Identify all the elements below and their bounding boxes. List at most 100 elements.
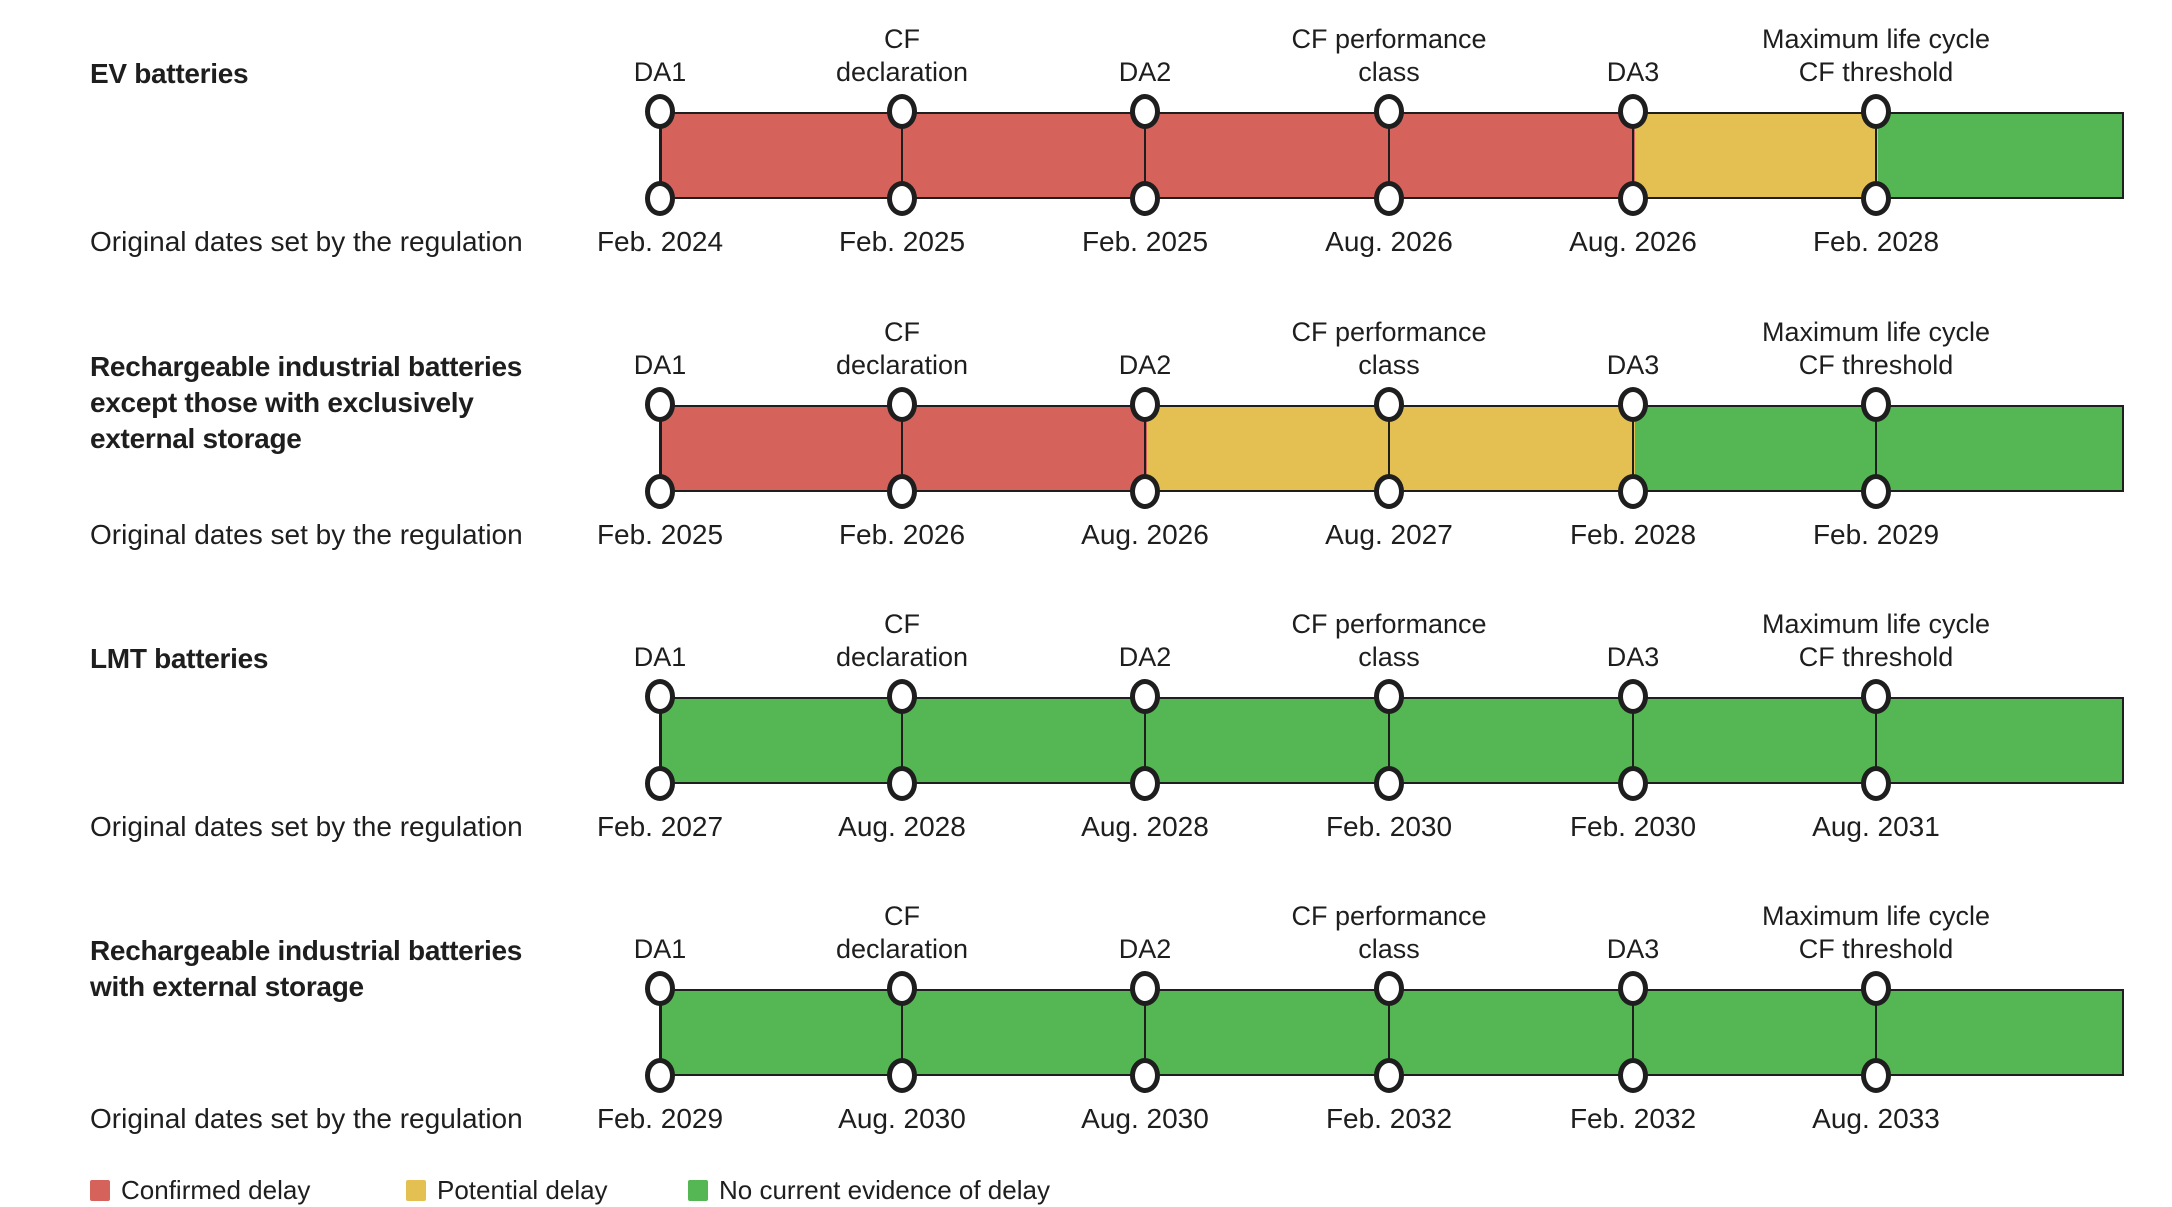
- timeline-segment-none: [1878, 699, 2122, 782]
- milestone-date: Feb. 2028: [1812, 226, 1940, 257]
- legend-item-confirmed-delay: Confirmed delay: [90, 1176, 310, 1204]
- timeline-segment-confirmed: [904, 407, 1147, 490]
- milestone-circle-top: [1617, 94, 1648, 129]
- milestone-circle-top: [886, 679, 917, 714]
- milestone-circle-top: [1129, 679, 1160, 714]
- milestone-date: Aug. 2033: [1812, 1103, 1940, 1134]
- milestone-circle-top: [644, 971, 675, 1006]
- milestone-label: DA1: [633, 934, 687, 964]
- milestone-connector-line: [1388, 697, 1390, 784]
- milestone-circle-top: [1373, 94, 1404, 129]
- milestone-date: Feb. 2032: [1325, 1103, 1453, 1134]
- milestone-label: CF declaration: [835, 609, 969, 672]
- milestone-connector-line: [1632, 405, 1634, 492]
- timeline-segment-none: [1391, 991, 1635, 1074]
- timeline-segment-none: [904, 699, 1147, 782]
- milestone-circle-top: [644, 387, 675, 422]
- milestone-circle-bottom: [1617, 766, 1648, 801]
- milestone-connector-line: [1875, 697, 1877, 784]
- milestone-circle-bottom: [1129, 181, 1160, 216]
- milestone-connector-line: [901, 405, 903, 492]
- milestone-circle-bottom: [1860, 181, 1891, 216]
- timeline-segment-confirmed: [662, 407, 904, 490]
- milestone-circle-top: [1860, 679, 1891, 714]
- milestone-label: DA2: [1118, 642, 1172, 672]
- milestone-label: Maximum life cycle CF threshold: [1761, 609, 1991, 672]
- milestone-circle-top: [886, 387, 917, 422]
- milestone-label: Maximum life cycle CF threshold: [1761, 317, 1991, 380]
- milestone-circle-bottom: [1617, 1058, 1648, 1093]
- timeline-segment-none: [1391, 699, 1635, 782]
- milestone-date: Feb. 2030: [1325, 811, 1453, 842]
- milestone-label: DA3: [1606, 350, 1660, 380]
- milestone-circle-top: [1617, 971, 1648, 1006]
- milestone-date: Aug. 2026: [1325, 226, 1453, 257]
- timeline-bar: [660, 112, 2124, 199]
- timeline-segment-none: [1878, 407, 2122, 490]
- milestone-circle-top: [644, 679, 675, 714]
- milestone-label: DA1: [633, 57, 687, 87]
- milestone-circle-top: [644, 94, 675, 129]
- legend-swatch-confirmed-icon: [90, 1179, 110, 1201]
- legend-label-confirmed: Confirmed delay: [121, 1175, 311, 1205]
- milestone-date: Feb. 2025: [1081, 226, 1209, 257]
- milestone-circle-bottom: [644, 1058, 675, 1093]
- milestone-connector-line: [1388, 989, 1390, 1076]
- milestone-label: CF performance class: [1291, 901, 1487, 964]
- timeline-segment-confirmed: [1147, 114, 1391, 197]
- milestone-circle-bottom: [1129, 766, 1160, 801]
- milestone-date: Feb. 2024: [596, 226, 724, 257]
- milestone-circle-top: [1860, 387, 1891, 422]
- timeline-segment-none: [1878, 991, 2122, 1074]
- milestone-circle-bottom: [644, 766, 675, 801]
- milestone-label: Maximum life cycle CF threshold: [1761, 24, 1991, 87]
- timeline-segment-none: [1635, 407, 1878, 490]
- milestone-connector-line: [659, 989, 661, 1076]
- milestone-date: Feb. 2025: [596, 519, 724, 550]
- milestone-date: Feb. 2029: [596, 1103, 724, 1134]
- legend-swatch-potential-icon: [406, 1179, 426, 1201]
- milestone-circle-top: [1617, 387, 1648, 422]
- milestone-connector-line: [1144, 405, 1146, 492]
- milestone-date: Aug. 2031: [1812, 811, 1940, 842]
- milestone-label: Maximum life cycle CF threshold: [1761, 901, 1991, 964]
- milestone-circle-bottom: [1373, 474, 1404, 509]
- timeline-segment-none: [1635, 699, 1878, 782]
- timeline-segment-none: [662, 699, 904, 782]
- milestone-date: Feb. 2029: [1812, 519, 1940, 550]
- milestone-circle-top: [1617, 679, 1648, 714]
- milestone-connector-line: [901, 989, 903, 1076]
- milestone-date: Aug. 2028: [1081, 811, 1209, 842]
- milestone-connector-line: [1632, 112, 1634, 199]
- milestone-connector-line: [659, 405, 661, 492]
- milestone-label: CF declaration: [835, 901, 969, 964]
- milestone-connector-line: [1144, 697, 1146, 784]
- milestone-circle-bottom: [1860, 474, 1891, 509]
- milestone-connector-line: [1388, 405, 1390, 492]
- row-title: LMT batteries: [90, 643, 269, 674]
- milestone-label: DA2: [1118, 934, 1172, 964]
- timeline-segment-potential: [1635, 114, 1878, 197]
- legend-item-no-delay: No current evidence of delay: [688, 1176, 1050, 1204]
- row-title: Rechargeable industrial batteries except…: [90, 351, 523, 454]
- milestone-circle-bottom: [644, 474, 675, 509]
- milestone-circle-bottom: [886, 474, 917, 509]
- milestone-date: Feb. 2025: [838, 226, 966, 257]
- milestone-connector-line: [901, 697, 903, 784]
- legend-label-no-delay: No current evidence of delay: [719, 1175, 1050, 1205]
- legend-swatch-no-delay-icon: [688, 1179, 708, 1201]
- milestone-circle-bottom: [886, 1058, 917, 1093]
- milestone-connector-line: [1632, 989, 1634, 1076]
- milestone-date: Aug. 2026: [1081, 519, 1209, 550]
- milestone-label: CF performance class: [1291, 24, 1487, 87]
- origin-dates-label: Original dates set by the regulation: [90, 519, 523, 550]
- milestone-circle-bottom: [1129, 474, 1160, 509]
- milestone-circle-top: [1860, 94, 1891, 129]
- timeline-segment-potential: [1147, 407, 1391, 490]
- milestone-connector-line: [1632, 697, 1634, 784]
- milestone-connector-line: [1144, 989, 1146, 1076]
- milestone-connector-line: [901, 112, 903, 199]
- milestone-label: DA1: [633, 642, 687, 672]
- milestone-date: Aug. 2027: [1325, 519, 1453, 550]
- milestone-circle-top: [1129, 94, 1160, 129]
